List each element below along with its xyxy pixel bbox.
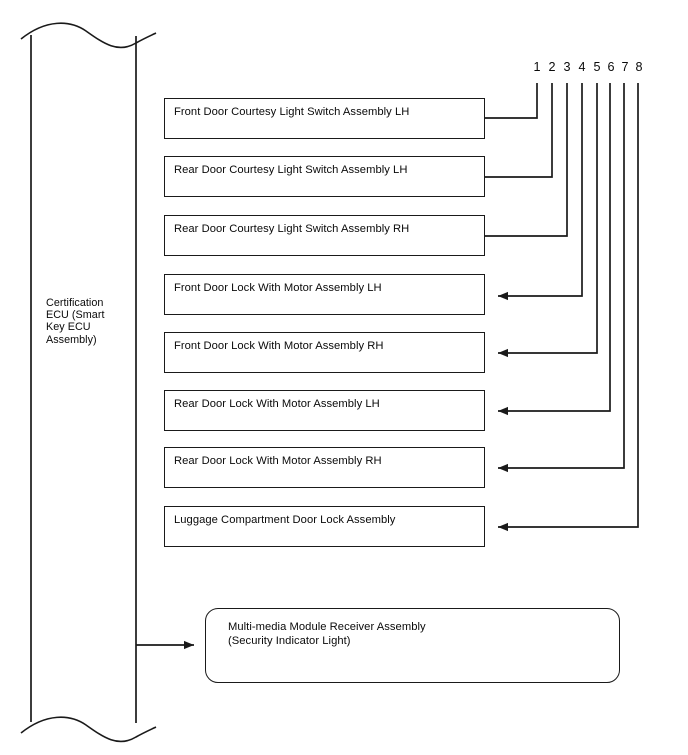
ecu-label-line-3: Key ECU [46,321,91,334]
connector-line-pin-8 [498,83,639,532]
node-label: Rear Door Courtesy Light Switch Assembly… [174,223,410,235]
node-label: Front Door Courtesy Light Switch Assembl… [174,106,410,118]
node-label: Rear Door Lock With Motor Assembly RH [174,455,382,467]
pin-number-1: 1 [533,60,541,74]
pin-number-2: 2 [548,60,556,74]
node-box-multimedia-module-receiver[interactable]: Multi-media Module Receiver Assembly (Se… [205,608,620,683]
pin-number-4: 4 [578,60,586,74]
ecu-label: Certification ECU (Smart Key ECU Assembl… [46,297,130,346]
connector-line-pin-3 [485,83,568,237]
node-box-rear-door-courtesy-light-switch-lh[interactable]: Rear Door Courtesy Light Switch Assembly… [164,156,485,197]
pin-number-6: 6 [607,60,615,74]
node-box-front-door-lock-with-motor-rh[interactable]: Front Door Lock With Motor Assembly RH [164,332,485,373]
pin-number-7: 7 [621,60,629,74]
node-box-rear-door-lock-with-motor-lh[interactable]: Rear Door Lock With Motor Assembly LH [164,390,485,431]
connector-line-pin-4 [498,83,583,301]
ecu-label-line-1: Certification [46,297,104,309]
node-box-rear-door-lock-with-motor-rh[interactable]: Rear Door Lock With Motor Assembly RH [164,447,485,488]
connector-line-pin-6 [498,83,611,416]
connector-line-pin-7 [498,83,625,473]
node-box-front-door-lock-with-motor-lh[interactable]: Front Door Lock With Motor Assembly LH [164,274,485,315]
node-label: Front Door Lock With Motor Assembly RH [174,340,384,352]
node-label: Rear Door Lock With Motor Assembly LH [174,398,380,410]
node-label: Luggage Compartment Door Lock Assembly [174,514,396,526]
ecu-label-line-2: ECU (Smart [46,309,105,322]
node-label: Rear Door Courtesy Light Switch Assembly… [174,164,408,176]
node-label-line-1: Multi-media Module Receiver Assembly [228,621,426,633]
node-label-line-2: (Security Indicator Light) [228,634,351,647]
connector-line-pin-2 [485,83,553,178]
node-box-front-door-courtesy-light-switch-lh[interactable]: Front Door Courtesy Light Switch Assembl… [164,98,485,139]
ecu-bar-outline [20,22,157,743]
connector-line-pin-1 [485,83,538,119]
pin-number-8: 8 [635,60,643,74]
connector-line-pin-5 [498,83,598,358]
node-box-luggage-compartment-door-lock[interactable]: Luggage Compartment Door Lock Assembly [164,506,485,547]
ecu-label-line-4: Assembly) [46,333,97,346]
pin-number-5: 5 [593,60,601,74]
node-label: Front Door Lock With Motor Assembly LH [174,282,382,294]
pin-number-3: 3 [563,60,571,74]
node-box-rear-door-courtesy-light-switch-rh[interactable]: Rear Door Courtesy Light Switch Assembly… [164,215,485,256]
